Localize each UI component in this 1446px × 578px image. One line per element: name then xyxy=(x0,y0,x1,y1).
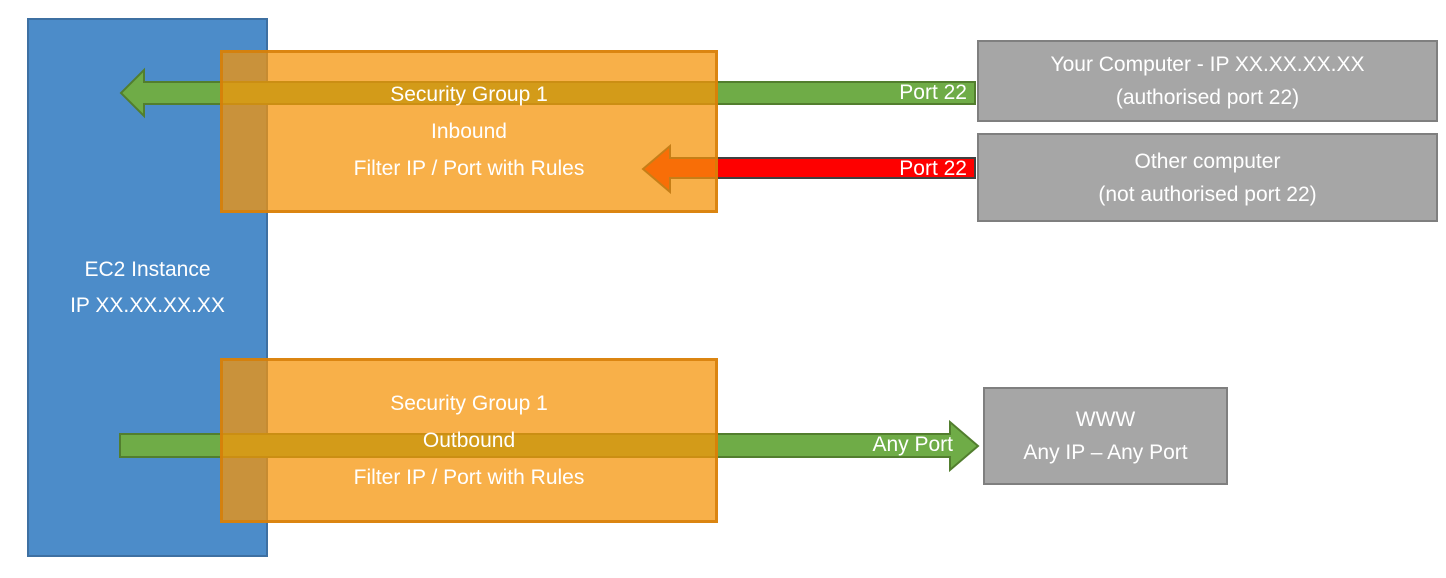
outbound-group-rule: Filter IP / Port with Rules xyxy=(353,466,585,489)
outbound-group-name: Security Group 1 xyxy=(390,392,548,415)
other-computer-label: Other computer (not authorised port 22) xyxy=(979,145,1436,211)
other-computer-subtitle: (not authorised port 22) xyxy=(1098,182,1317,206)
your-computer-box: Your Computer - IP XX.XX.XX.XX (authoris… xyxy=(977,40,1438,122)
outbound-port-label: Any Port xyxy=(872,433,953,456)
inbound-allowed-port-label: Port 22 xyxy=(899,81,967,104)
security-group-inbound-box: Security Group 1 Inbound Filter IP / Por… xyxy=(220,50,718,213)
ec2-instance-ip: IP XX.XX.XX.XX xyxy=(70,293,225,317)
your-computer-subtitle: (authorised port 22) xyxy=(1115,86,1300,109)
other-computer-title: Other computer xyxy=(1134,149,1281,173)
ec2-instance-title: EC2 Instance xyxy=(84,257,211,281)
www-box: WWW Any IP – Any Port xyxy=(983,387,1228,485)
your-computer-title: Your Computer - IP XX.XX.XX.XX xyxy=(1050,53,1365,76)
inbound-group-rule: Filter IP / Port with Rules xyxy=(353,157,585,180)
www-title: WWW xyxy=(1075,408,1136,431)
inbound-group-direction: Inbound xyxy=(431,120,507,143)
www-label: WWW Any IP – Any Port xyxy=(985,403,1226,469)
security-group-inbound-label: Security Group 1 Inbound Filter IP / Por… xyxy=(223,76,715,187)
inbound-group-name: Security Group 1 xyxy=(390,83,548,106)
other-computer-box: Other computer (not authorised port 22) xyxy=(977,133,1438,222)
security-group-outbound-box: Security Group 1 Outbound Filter IP / Po… xyxy=(220,358,718,523)
www-subtitle: Any IP – Any Port xyxy=(1023,441,1188,464)
ec2-instance-label: EC2 Instance IP XX.XX.XX.XX xyxy=(29,252,266,324)
security-group-outbound-label: Security Group 1 Outbound Filter IP / Po… xyxy=(223,385,715,496)
outbound-group-direction: Outbound xyxy=(422,429,516,452)
inbound-blocked-port-label: Port 22 xyxy=(899,157,967,180)
your-computer-label: Your Computer - IP XX.XX.XX.XX (authoris… xyxy=(979,48,1436,114)
